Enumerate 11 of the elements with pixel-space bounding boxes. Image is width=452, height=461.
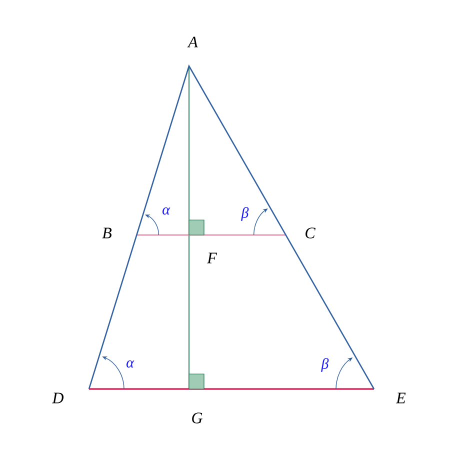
angle-label: α bbox=[162, 207, 170, 215]
angle-label: β bbox=[241, 207, 249, 221]
point-label: E bbox=[396, 392, 406, 404]
point-label: B bbox=[102, 228, 112, 238]
point-label: F bbox=[207, 252, 218, 264]
angle-label: α bbox=[126, 360, 134, 368]
point-label: C bbox=[306, 228, 316, 238]
angle-label: β bbox=[321, 358, 329, 372]
point-label: D bbox=[52, 392, 64, 404]
point-label: A bbox=[187, 36, 198, 48]
point-label: G bbox=[192, 412, 202, 424]
